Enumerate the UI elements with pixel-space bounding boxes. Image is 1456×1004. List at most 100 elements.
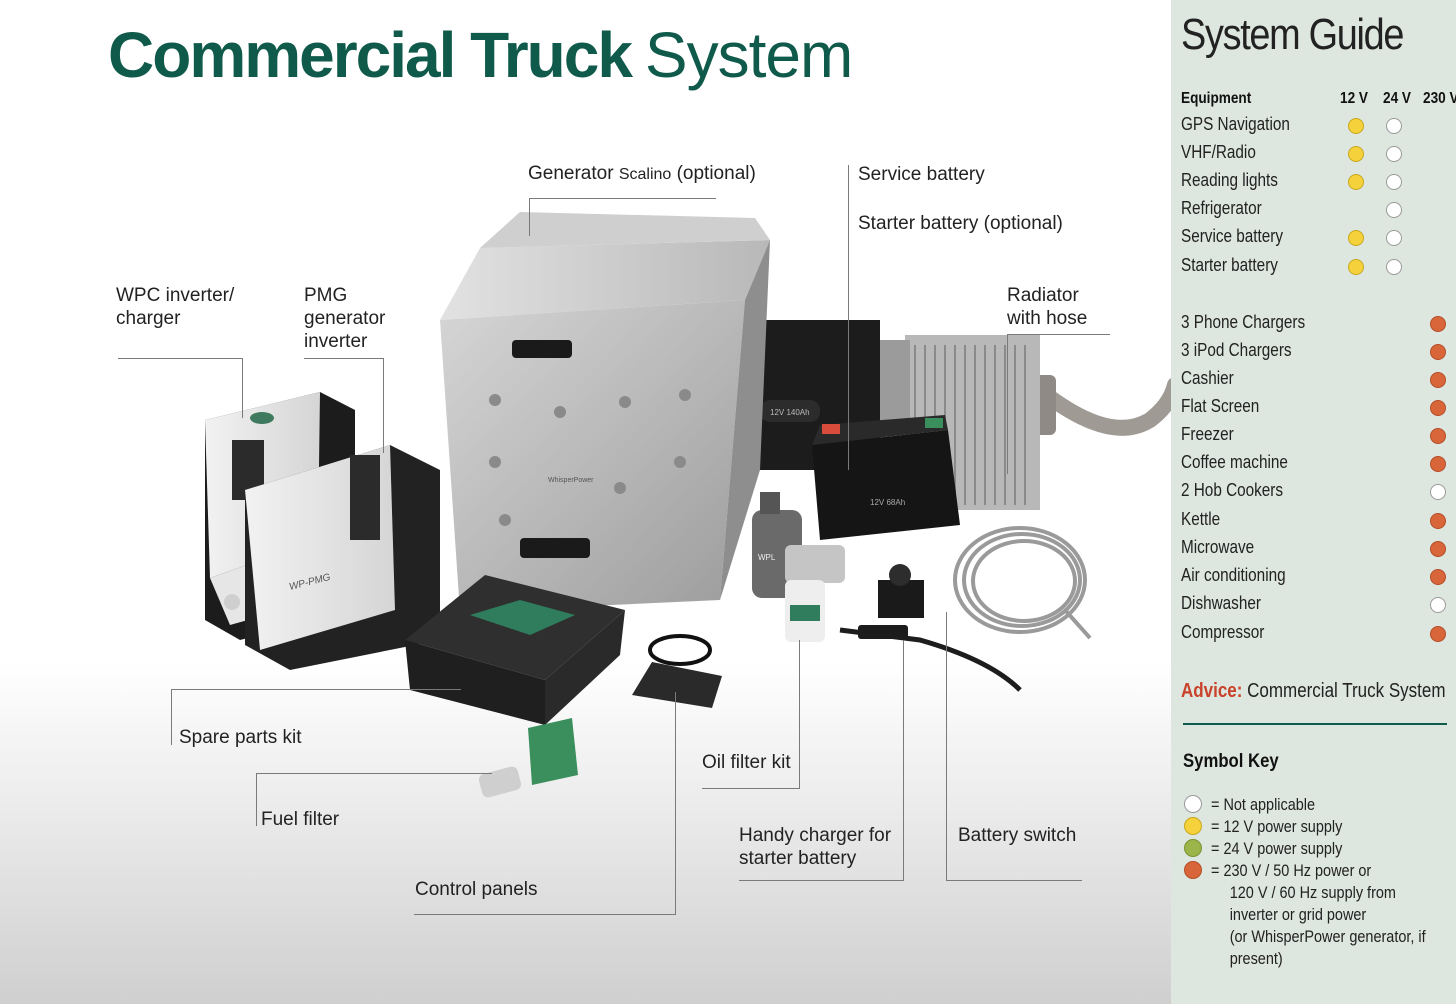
product-illustration: 12V 140Ah 12V 68Ah WhisperPower [205,212,1171,798]
svg-text:WhisperPower: WhisperPower [548,477,594,484]
symbol-key-title: Symbol Key [1183,751,1279,772]
leader-handy [739,880,904,881]
equipment-name: 3 Phone Chargers [1181,312,1306,332]
oil-filter [785,545,845,642]
white-dot-icon [1184,795,1202,813]
orange-dot-icon [1430,400,1446,416]
leader-fuel [256,773,492,774]
pmg-generator-inverter: WP-PMG [245,445,440,670]
fuel-filter [478,718,578,798]
equipment-name: Air conditioning [1181,565,1286,585]
equipment-name: Freezer [1181,424,1234,444]
white-dot-icon [1386,202,1402,218]
orange-dot-icon [1430,513,1446,529]
yellow-dot-icon [1348,146,1364,162]
coiled-hose [953,526,1087,634]
svg-text:WPL: WPL [758,553,776,562]
battery-switch-device [878,564,924,618]
orange-dot-icon [1430,428,1446,444]
header-24v: 24 V [1383,90,1411,107]
label-starter-battery: Starter battery (optional) [858,213,1063,234]
equipment-name: Cashier [1181,368,1234,388]
equipment-name: Reading lights [1181,170,1278,190]
label-wpc-inverter: WPC inverter/charger [116,285,235,329]
white-dot-icon [1386,259,1402,275]
equipment-name: Dishwasher [1181,593,1261,613]
spare-parts-toolbox [405,575,625,725]
advice-label: Advice: [1181,680,1243,702]
label-fuel-filter: Fuel filter [261,809,340,830]
label-battery-switch: Battery switch [958,825,1077,846]
yellow-dot-icon [1348,118,1364,134]
symbol-key-line: (or WhisperPower generator, if [1229,927,1426,946]
white-dot-icon [1430,597,1446,613]
symbol-key-line: inverter or grid power [1229,905,1367,924]
leader-oil-v [799,640,800,789]
white-dot-icon [1386,146,1402,162]
symbol-key-text: = Not applicable [1211,794,1315,816]
yellow-dot-icon [1348,259,1364,275]
yellow-dot-icon [1184,817,1202,835]
equipment-name: GPS Navigation [1181,114,1290,134]
leader-oil [702,788,800,789]
equipment-name: Compressor [1181,622,1265,642]
header-230v: 230 V [1423,90,1456,107]
white-dot-icon [1386,230,1402,246]
equipment-name: 3 iPod Chargers [1181,340,1292,360]
label-oil-filter: Oil filter kit [702,752,791,773]
white-dot-icon [1386,118,1402,134]
equipment-name: Microwave [1181,537,1255,557]
leader-switch [946,880,1082,881]
leader-wpc [118,358,243,359]
header-12v: 12 V [1340,90,1368,107]
leader-spare [171,689,461,690]
equipment-name: Kettle [1181,509,1221,529]
leader-radiator [1007,334,1110,335]
divider [1183,723,1447,725]
equipment-name: Coffee machine [1181,452,1288,472]
leader-generator-v [529,198,530,236]
advice-text: Commercial Truck System [1247,680,1446,702]
orange-dot-icon [1430,626,1446,642]
label-spare-parts: Spare parts kit [179,727,302,748]
label-generator: Generator Scalino (optional) [528,163,756,184]
orange-dot-icon [1430,456,1446,472]
symbol-key-line: = 24 V power supply [1211,839,1343,858]
handy-charger [858,625,908,639]
equipment-name: Flat Screen [1181,396,1260,416]
leader-control-v [675,692,676,915]
yellow-dot-icon [1348,174,1364,190]
equipment-name: 2 Hob Cookers [1181,480,1284,500]
yellow-dot-icon [1348,230,1364,246]
leader-switch-v [946,612,947,881]
page-title-bold: Commercial Truck [108,19,633,91]
symbol-key-line: = Not applicable [1211,795,1316,814]
leader-control [414,914,676,915]
svg-text:12V 68Ah: 12V 68Ah [870,498,905,507]
symbol-key-text: = 12 V power supply [1211,816,1342,838]
leader-generator [529,198,716,199]
leader-radiator-v [1007,334,1008,474]
system-guide-panel: System Guide Equipment 12 V 24 V 230 V G… [1171,0,1456,1004]
white-dot-icon [1386,174,1402,190]
leader-fuel-v [256,773,257,826]
orange-dot-icon [1184,861,1202,879]
page-title-light: System [644,19,853,91]
symbol-key-line: present) [1229,949,1283,968]
leader-spare-v [171,689,172,745]
orange-dot-icon [1430,316,1446,332]
leader-wpc-v [242,358,243,418]
starter-battery: 12V 68Ah [812,415,960,540]
orange-dot-icon [1430,372,1446,388]
orange-dot-icon [1430,541,1446,557]
equipment-name: Starter battery [1181,255,1278,275]
leader-pmg-v [383,358,384,453]
label-service-battery: Service battery [858,164,985,185]
system-guide-title: System Guide [1181,10,1404,59]
